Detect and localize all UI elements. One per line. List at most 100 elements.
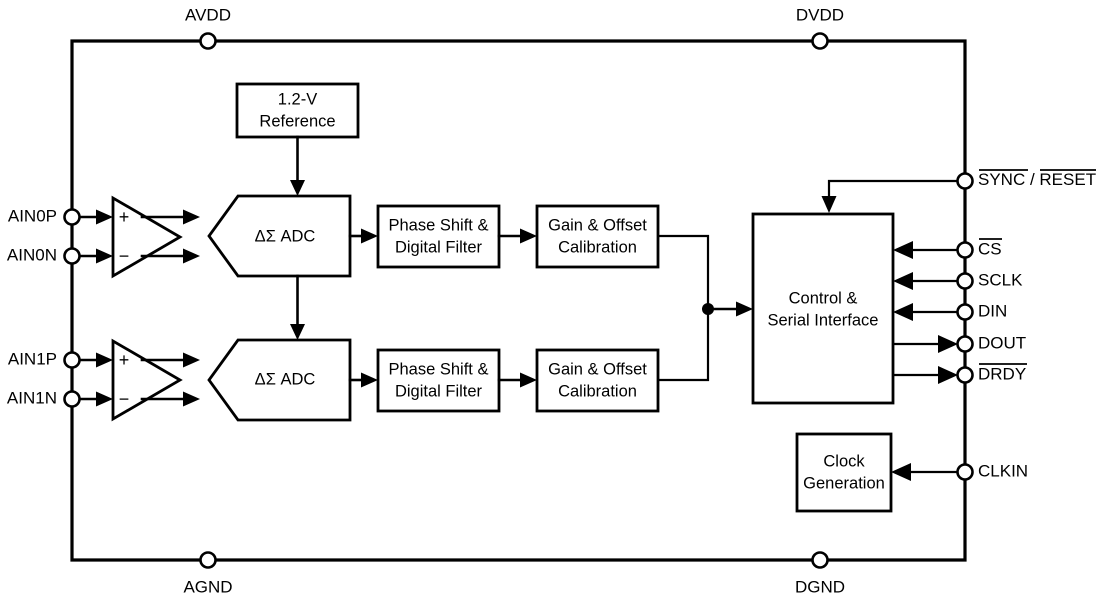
ain0p-pin-pad[interactable] <box>63 208 81 226</box>
adc0-label: ΔΣ ADC <box>255 227 316 245</box>
cal0-label-line1: Gain & Offset <box>548 216 647 234</box>
adc0-to-filter0-arrowhead <box>361 228 378 244</box>
pin-ain0p[interactable]: AIN0P <box>8 206 113 226</box>
sync-reset-label-group: SYNC / RESET <box>978 169 1096 189</box>
ain0p-label: AIN0P <box>8 206 57 225</box>
agnd-label: AGND <box>183 577 232 596</box>
dgnd-pin-pad[interactable] <box>811 551 829 569</box>
dout-arrowhead <box>938 335 958 353</box>
pin-sclk[interactable]: SCLK <box>893 270 1023 290</box>
ain1p-label: AIN1P <box>8 349 57 368</box>
clock-generation-block: Clock Generation <box>795 432 893 513</box>
clkin-arrowhead <box>891 463 911 481</box>
pin-drdy[interactable]: DRDY <box>893 363 1027 384</box>
adc-channel0: ΔΣ ADC <box>207 194 378 340</box>
calibration-channel0: Gain & Offset Calibration <box>535 204 710 309</box>
ain1n-pin-pad[interactable] <box>63 390 81 408</box>
pin-dout[interactable]: DOUT <box>893 333 1026 353</box>
junction-to-control-arrowhead <box>736 301 753 317</box>
pin-avdd[interactable]: AVDD <box>185 5 231 50</box>
control-label-line2: Serial Interface <box>768 311 879 329</box>
filter0-to-cal0-arrowhead <box>520 228 537 244</box>
cal0-label-line2: Calibration <box>558 238 637 256</box>
pin-ain1n[interactable]: AIN1N <box>7 388 113 408</box>
pin-cs[interactable]: CS <box>893 238 1002 259</box>
calibration-channel1: Gain & Offset Calibration <box>535 309 710 413</box>
cal1-label-line1: Gain & Offset <box>548 360 647 378</box>
adc1-to-filter1-arrowhead <box>361 372 378 388</box>
din-label: DIN <box>978 301 1007 320</box>
reference-to-adc0-arrowhead <box>290 180 305 196</box>
pin-ain1p[interactable]: AIN1P <box>8 349 113 369</box>
pin-dgnd[interactable]: DGND <box>795 551 845 597</box>
dout-pin-pad[interactable] <box>956 335 974 353</box>
sync-reset-label: SYNC / RESET <box>978 170 1096 189</box>
sync-reset-wire <box>827 179 957 198</box>
clkin-pin-pad[interactable] <box>956 463 974 481</box>
amp0-out-p-arrowhead <box>183 209 200 225</box>
control-box <box>751 212 895 405</box>
ain0p-arrowhead <box>96 209 113 225</box>
avdd-pin-pad[interactable] <box>199 32 217 50</box>
amp0-minus-label: − <box>119 246 130 266</box>
drdy-arrowhead <box>938 366 958 384</box>
control-label-line1: Control & <box>789 289 858 307</box>
cal1-box <box>535 348 660 413</box>
sync-reset-separator: / <box>1025 170 1039 189</box>
ain0n-pin-pad[interactable] <box>63 247 81 265</box>
pin-ain0n[interactable]: AIN0N <box>7 245 113 265</box>
filter-channel1: Phase Shift & Digital Filter <box>376 348 537 413</box>
filter0-label-line1: Phase Shift & <box>389 216 489 234</box>
dvdd-label: DVDD <box>796 5 844 24</box>
sclk-pin-pad[interactable] <box>956 272 974 290</box>
amp1-minus-label: − <box>119 389 130 409</box>
ain0n-label: AIN0N <box>7 245 57 264</box>
avdd-label: AVDD <box>185 5 231 24</box>
dvdd-pin-pad[interactable] <box>811 32 829 50</box>
amplifier-channel0: + − <box>111 195 200 279</box>
din-arrowhead <box>893 303 913 321</box>
ain1n-label: AIN1N <box>7 388 57 407</box>
clock-label-line2: Generation <box>803 474 885 492</box>
cal0-box <box>535 204 660 269</box>
reference-label-line2: Reference <box>259 112 335 130</box>
cal1-to-junction-wire <box>658 309 710 382</box>
dgnd-label: DGND <box>795 577 845 596</box>
sync-reset-pin-pad[interactable] <box>956 172 974 190</box>
filter1-label-line2: Digital Filter <box>395 382 483 400</box>
cs-pin-pad[interactable] <box>956 241 974 259</box>
filter1-label-line1: Phase Shift & <box>389 360 489 378</box>
drdy-pin-pad[interactable] <box>956 366 974 384</box>
pin-clkin[interactable]: CLKIN <box>891 461 1028 481</box>
pin-sync-reset[interactable]: SYNC / RESET <box>821 169 1097 213</box>
pin-dvdd[interactable]: DVDD <box>796 5 844 50</box>
reference-label-line1: 1.2-V <box>278 90 317 108</box>
adc-channel1: ΔΣ ADC <box>207 338 378 422</box>
filter0-box <box>376 204 501 269</box>
amp0-out-n-arrowhead <box>183 248 200 264</box>
agnd-pin-pad[interactable] <box>199 551 217 569</box>
ain1p-pin-pad[interactable] <box>63 351 81 369</box>
amp1-out-n-arrowhead <box>183 391 200 407</box>
clock-label-line1: Clock <box>823 452 865 470</box>
device-boundary <box>70 39 967 562</box>
sclk-label: SCLK <box>978 270 1023 289</box>
reference-box <box>235 82 360 139</box>
ain0n-arrowhead <box>96 248 113 264</box>
pin-agnd[interactable]: AGND <box>183 551 233 597</box>
dout-label: DOUT <box>978 333 1026 352</box>
amp1-out-p-arrowhead <box>183 352 200 368</box>
ain1p-arrowhead <box>96 352 113 368</box>
control-serial-interface-block: Control & Serial Interface <box>751 212 895 405</box>
adc1-shape <box>207 338 352 422</box>
pin-din[interactable]: DIN <box>893 301 1007 321</box>
clkin-label: CLKIN <box>978 461 1028 480</box>
din-pin-pad[interactable] <box>956 303 974 321</box>
adc1-label: ΔΣ ADC <box>255 370 316 388</box>
sync-label-part: SYNC <box>978 170 1025 189</box>
amp0-plus-label: + <box>119 207 130 227</box>
calibration-merge-junction <box>702 301 753 317</box>
cal1-label-line2: Calibration <box>558 382 637 400</box>
